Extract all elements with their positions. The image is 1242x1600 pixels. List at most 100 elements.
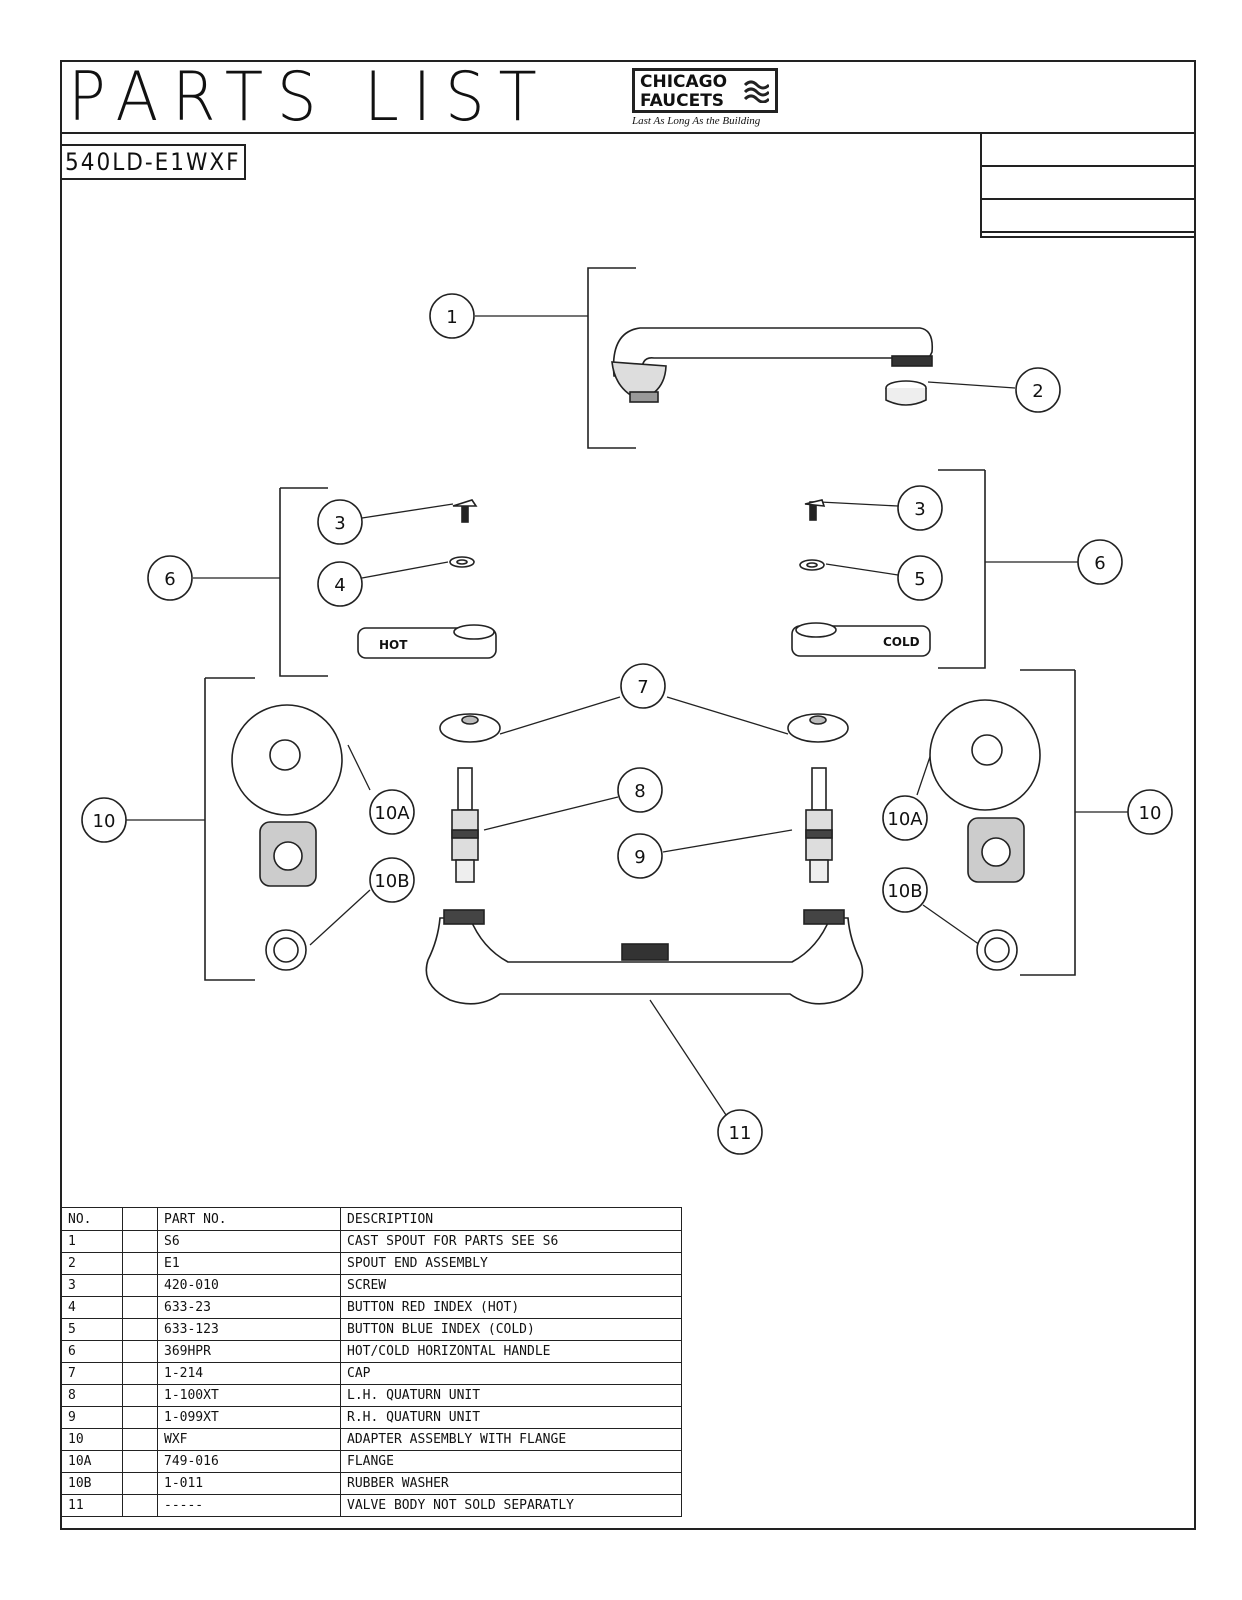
svg-text:5: 5 xyxy=(914,569,925,590)
callout-10a-right: 10A xyxy=(882,795,928,841)
model-number: 540LD-E1WXF xyxy=(60,144,246,180)
callout-6-right: 6 xyxy=(1077,539,1123,585)
callouts: 1 2 3 3 6 6 4 5 7 8 9 10 10 10A 10A 10B … xyxy=(81,293,1173,1155)
cell-blank xyxy=(122,1450,158,1473)
svg-text:11: 11 xyxy=(729,1123,752,1144)
cap-left xyxy=(439,713,501,743)
svg-text:10: 10 xyxy=(1139,803,1162,824)
callout-9: 9 xyxy=(617,833,663,879)
cell-description: CAP xyxy=(340,1362,682,1385)
logo-tagline: Last As Long As the Building xyxy=(632,115,761,127)
callout-4: 4 xyxy=(317,561,363,607)
cell-blank xyxy=(122,1296,158,1319)
title-divider xyxy=(60,132,1196,134)
cell-description: L.H. QUATURN UNIT xyxy=(340,1384,682,1407)
callout-11: 11 xyxy=(717,1109,763,1155)
cell-part-no: 1-099XT xyxy=(157,1406,341,1429)
cell-description: RUBBER WASHER xyxy=(340,1472,682,1495)
cell-description: FLANGE xyxy=(340,1450,682,1473)
col-no-header: NO. xyxy=(61,1207,123,1231)
svg-text:10B: 10B xyxy=(374,871,409,892)
cell-no: 8 xyxy=(61,1384,123,1407)
cell-blank xyxy=(122,1494,158,1517)
left-handle-parts xyxy=(357,499,497,659)
svg-text:10: 10 xyxy=(93,811,116,832)
cell-description: R.H. QUATURN UNIT xyxy=(340,1406,682,1429)
valve-body xyxy=(425,909,864,1005)
cell-description: BUTTON BLUE INDEX (COLD) xyxy=(340,1318,682,1341)
left-handle-bracket xyxy=(279,487,328,677)
svg-text:10B: 10B xyxy=(887,881,922,902)
cell-no: 10 xyxy=(61,1428,123,1451)
chicago-faucets-logo: CHICAGO FAUCETS Last As Long As the Buil… xyxy=(632,68,792,127)
svg-text:10A: 10A xyxy=(374,803,410,824)
cell-part-no: WXF xyxy=(157,1428,341,1451)
logo-box: CHICAGO FAUCETS xyxy=(632,68,778,113)
svg-text:9: 9 xyxy=(634,847,645,868)
table-row: 11-----VALVE BODY NOT SOLD SEPARATLY xyxy=(61,1494,682,1517)
cell-no: 9 xyxy=(61,1406,123,1429)
cell-no: 10A xyxy=(61,1450,123,1473)
cell-blank xyxy=(122,1340,158,1363)
svg-text:6: 6 xyxy=(164,569,175,590)
cell-part-no: 1-100XT xyxy=(157,1384,341,1407)
cell-part-no: 369HPR xyxy=(157,1340,341,1363)
callout-5: 5 xyxy=(897,555,943,601)
callout-10b-left: 10B xyxy=(369,857,415,903)
svg-text:10A: 10A xyxy=(887,809,923,830)
right-handle-parts xyxy=(791,499,931,657)
cartridge-right xyxy=(805,767,833,883)
cell-part-no: 1-214 xyxy=(157,1362,341,1385)
svg-text:8: 8 xyxy=(634,781,645,802)
washer-right xyxy=(976,929,1018,971)
callout-6-left: 6 xyxy=(147,555,193,601)
cell-blank xyxy=(122,1472,158,1495)
callout-10b-right: 10B xyxy=(882,867,928,913)
cell-no: 7 xyxy=(61,1362,123,1385)
cell-blank xyxy=(122,1362,158,1385)
cell-no: 3 xyxy=(61,1274,123,1297)
callout-7: 7 xyxy=(620,663,666,709)
cell-no: 5 xyxy=(61,1318,123,1341)
cell-blank xyxy=(122,1318,158,1341)
cell-part-no: 633-123 xyxy=(157,1318,341,1341)
page-title: PARTS LIST xyxy=(68,58,551,137)
hot-label: HOT xyxy=(379,638,408,652)
svg-text:4: 4 xyxy=(334,575,345,596)
right-handle-bracket xyxy=(938,469,986,669)
washer-left xyxy=(265,929,307,971)
cell-part-no: ----- xyxy=(157,1494,341,1517)
cell-description: CAST SPOUT FOR PARTS SEE S6 xyxy=(340,1230,682,1253)
callout-8: 8 xyxy=(617,767,663,813)
revision-block xyxy=(980,134,1196,238)
logo-line1: CHICAGO xyxy=(640,72,728,92)
cell-blank xyxy=(122,1274,158,1297)
flange-left xyxy=(231,704,343,816)
callout-10-left: 10 xyxy=(81,797,127,843)
svg-text:1: 1 xyxy=(446,307,457,328)
svg-text:6: 6 xyxy=(1094,553,1105,574)
cell-description: BUTTON RED INDEX (HOT) xyxy=(340,1296,682,1319)
cap-right xyxy=(787,713,849,743)
logo-line2: FAUCETS xyxy=(640,91,725,111)
cell-blank xyxy=(122,1230,158,1253)
cell-part-no: 1-011 xyxy=(157,1472,341,1495)
cell-part-no: 633-23 xyxy=(157,1296,341,1319)
drawing-sheet-border xyxy=(60,60,1196,1530)
cell-no: 2 xyxy=(61,1252,123,1275)
cell-blank xyxy=(122,1406,158,1429)
adapter-left xyxy=(259,821,317,887)
cartridge-left xyxy=(451,767,479,883)
